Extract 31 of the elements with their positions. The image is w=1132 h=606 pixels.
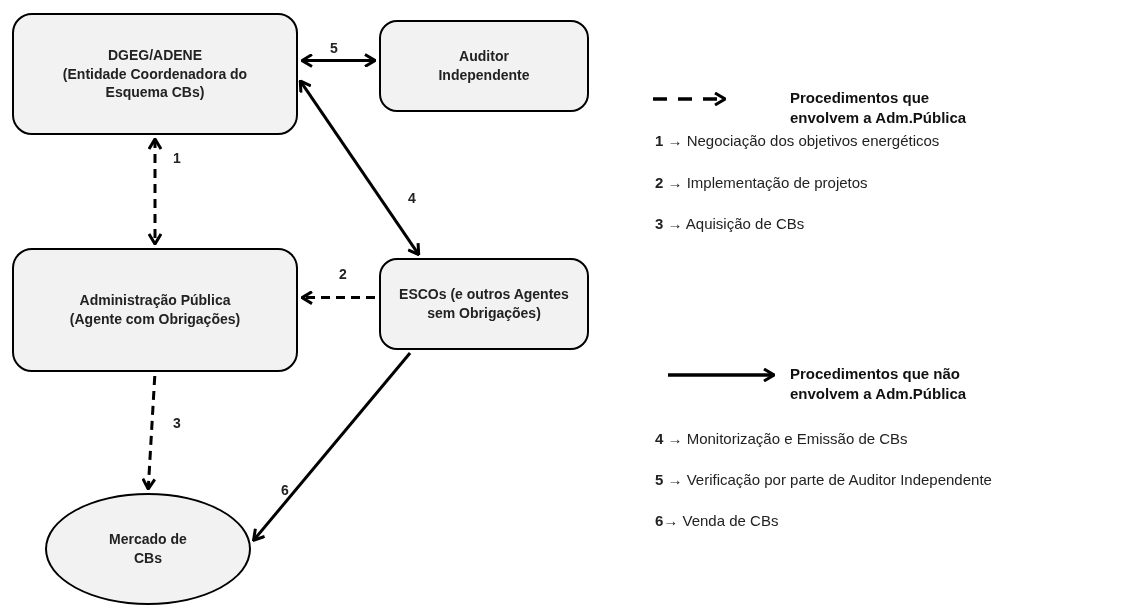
arrow	[147, 137, 163, 246]
edge-label: 2	[339, 266, 347, 282]
node-text: (Entidade Coordenadora do Esquema CBs)	[61, 64, 249, 103]
node-text: (Agente com Obrigações)	[69, 310, 241, 329]
edge-label: 1	[173, 150, 181, 166]
arrow	[300, 53, 377, 69]
process-box	[12, 13, 298, 135]
arrow	[141, 375, 157, 491]
arrow	[298, 79, 421, 257]
edge-label: 6	[281, 482, 289, 498]
node-text: Administração Pública	[79, 291, 231, 310]
legend-note: 2 → Implementação de projetos	[655, 174, 868, 191]
legend-text: Procedimentos que não envolvem a Adm.Pública	[790, 364, 968, 405]
process-box	[12, 248, 298, 372]
legend-note: 6→ Venda de CBs	[655, 512, 779, 529]
legend-note: 1 → Negociação dos objetivos energéticos	[655, 132, 940, 149]
arrow	[300, 290, 375, 306]
node-text: Mercado de CBs	[108, 530, 188, 568]
node-text: ESCOs (e outros Agentes sem Obrigações)	[398, 285, 570, 323]
legend-text: Procedimentos que envolvem a Adm.Pública	[790, 88, 968, 129]
edge-label: 4	[408, 190, 416, 206]
process-box	[379, 20, 589, 112]
edge-label: 5	[330, 40, 338, 56]
node-text: Auditor Independente	[437, 47, 531, 85]
legend-note: 5 → Verificação por parte de Auditor Independente	[655, 471, 992, 488]
edge-label: 3	[173, 415, 181, 431]
legend-note: 4 → Monitorização e Emissão de CBs	[655, 430, 908, 447]
node-text: DGEG/ADENE	[107, 45, 203, 65]
arrow	[252, 352, 412, 542]
legend-note: 3 → Aquisição de CBs	[655, 215, 805, 232]
process-box	[379, 258, 589, 350]
